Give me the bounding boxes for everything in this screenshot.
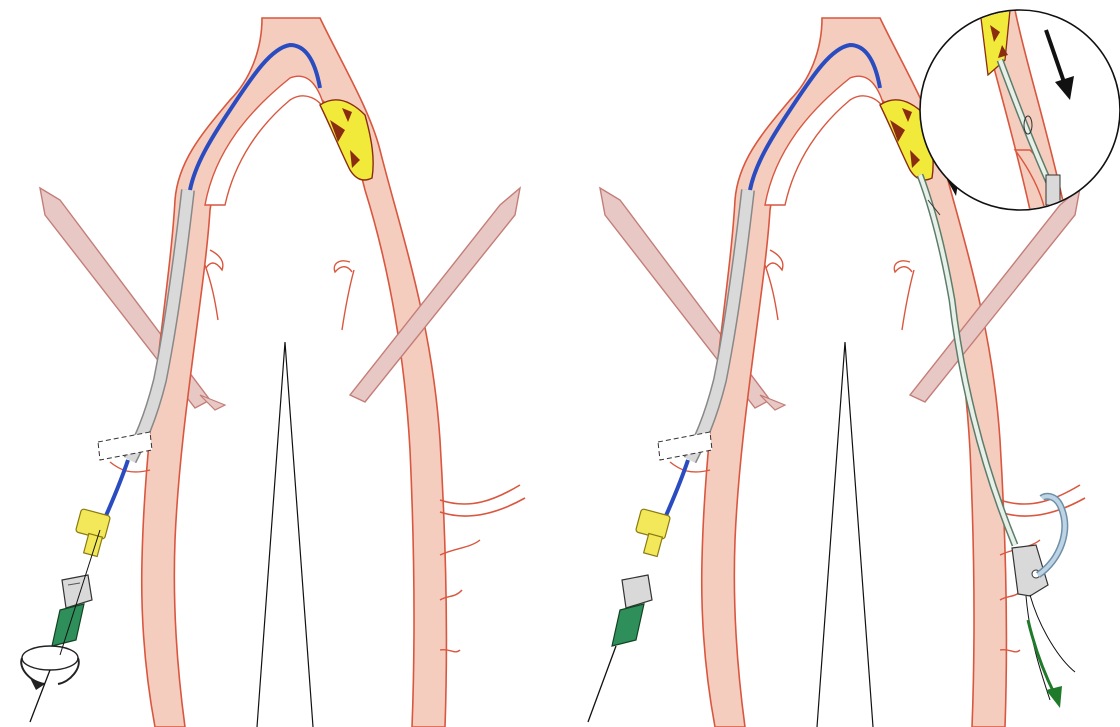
yellow-connector-2 [635,509,670,557]
green-connector-2 [612,604,644,646]
rotating-hub-icon [21,646,79,690]
green-connector [52,604,84,646]
grey-hub-2 [622,575,652,608]
right-panel [588,10,1120,727]
left-panel [21,18,525,727]
magnifier-inset-icon [920,10,1120,210]
wire-tail [30,670,50,722]
yellow-connector [75,509,110,557]
vessel-tree [40,18,525,727]
